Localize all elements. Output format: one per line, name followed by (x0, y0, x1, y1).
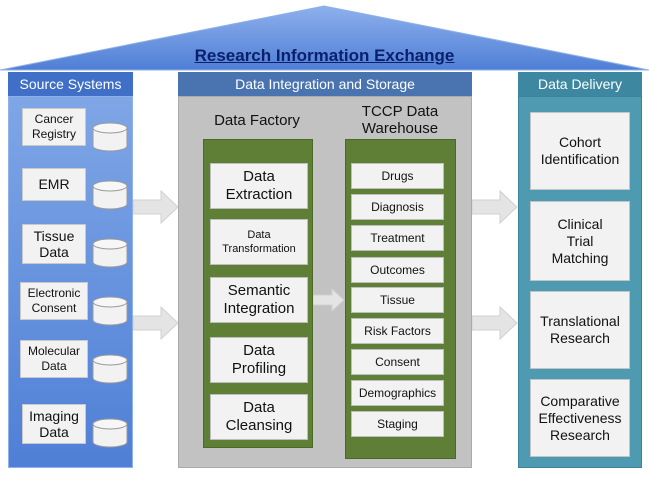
factory-step-extraction: Data Extraction (210, 163, 308, 209)
source-item-cancer-registry: Cancer Registry (16, 108, 128, 154)
database-icon (92, 354, 128, 384)
delivery-item-translational-research: Translational Research (530, 291, 630, 369)
factory-step-transformation: Data Transformation (210, 219, 308, 265)
warehouse-item-demographics: Demographics (351, 380, 444, 406)
warehouse-title: TCCP Data Warehouse (361, 103, 439, 137)
source-item-emr: EMR (16, 166, 128, 212)
delivery-item-comparative-effectiveness-research: Comparative Effectiveness Research (530, 379, 630, 457)
source-item-tissue-data: Tissue Data (16, 224, 128, 270)
flow-arrow-icon (472, 190, 518, 224)
database-icon (92, 122, 128, 152)
source-item-imaging-data: Imaging Data (16, 404, 128, 450)
source-label: Molecular Data (20, 340, 88, 378)
source-item-molecular-data: Molecular Data (16, 340, 128, 386)
flow-arrow-icon (133, 306, 179, 340)
factory-step-profiling: Data Profiling (210, 337, 308, 383)
warehouse-item-staging: Staging (351, 411, 444, 437)
database-icon (92, 296, 128, 326)
source-label: Imaging Data (22, 404, 86, 444)
factory-step-semantic-integration: Semantic Integration (210, 277, 308, 323)
roof-shape (0, 5, 649, 71)
integration-header: Data Integration and Storage (178, 72, 472, 96)
factory-step-cleansing: Data Cleansing (210, 394, 308, 440)
source-label: Cancer Registry (22, 108, 86, 146)
warehouse-item-tissue: Tissue (351, 287, 444, 313)
flow-arrow-icon (313, 288, 345, 312)
flow-arrow-icon (472, 306, 518, 340)
database-icon (92, 180, 128, 210)
diagram-title: Research Information Exchange (194, 46, 455, 65)
delivery-item-clinical-trial-matching: Clinical Trial Matching (530, 201, 630, 281)
database-icon (92, 238, 128, 268)
factory-title: Data Factory (214, 112, 300, 129)
warehouse-item-risk-factors: Risk Factors (351, 318, 444, 344)
warehouse-item-drugs: Drugs (351, 163, 444, 189)
warehouse-item-outcomes: Outcomes (351, 257, 444, 283)
warehouse-item-diagnosis: Diagnosis (351, 194, 444, 220)
warehouse-item-treatment: Treatment (351, 225, 444, 251)
source-label: EMR (22, 168, 86, 201)
delivery-header: Data Delivery (518, 72, 642, 96)
flow-arrow-icon (133, 190, 179, 224)
source-item-electronic-consent: Electronic Consent (16, 282, 128, 328)
source-systems-header: Source Systems (8, 72, 133, 96)
delivery-item-cohort-identification: Cohort Identification (530, 112, 630, 190)
source-label: Tissue Data (22, 224, 86, 264)
database-icon (92, 418, 128, 448)
warehouse-item-consent: Consent (351, 349, 444, 375)
source-label: Electronic Consent (20, 282, 88, 320)
